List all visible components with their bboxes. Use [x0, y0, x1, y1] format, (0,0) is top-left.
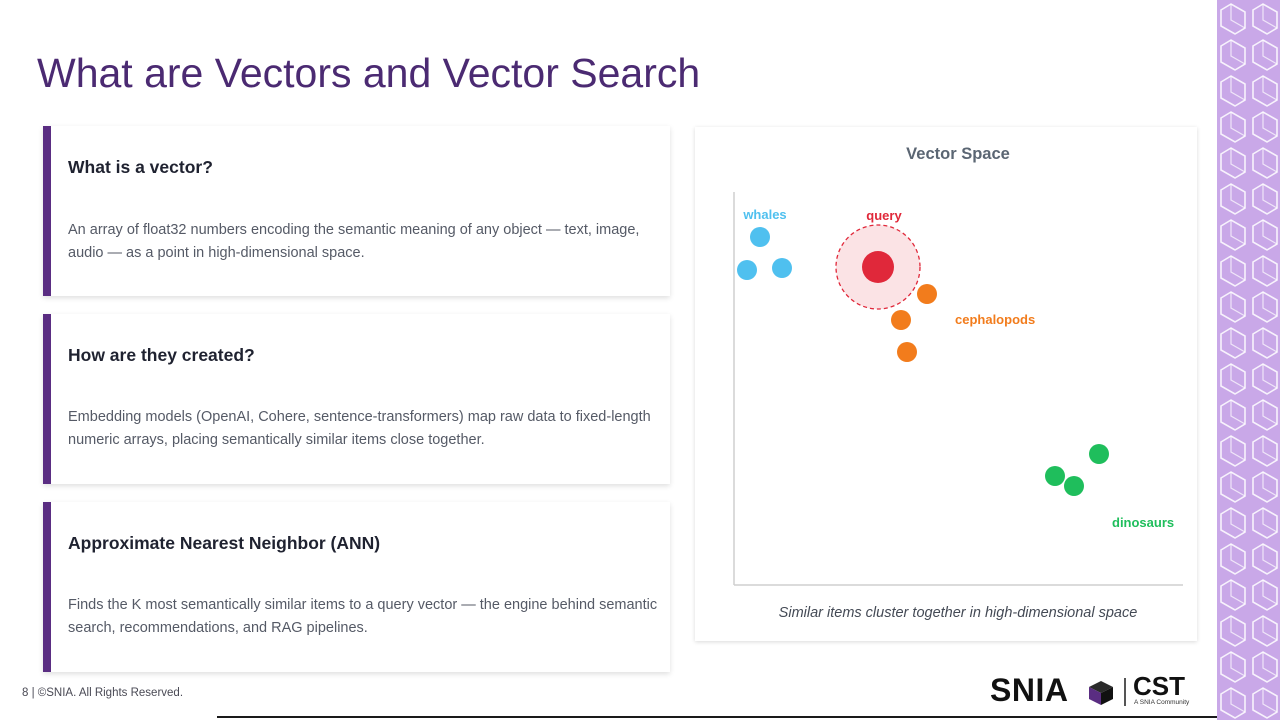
query-point — [862, 251, 894, 283]
slide-title: What are Vectors and Vector Search — [37, 50, 701, 96]
whales-point — [750, 227, 770, 247]
cst-logo: CST — [1133, 671, 1185, 701]
card-body: Finds the K most semantically similar it… — [68, 597, 658, 636]
card-ann: Approximate Nearest Neighbor (ANN) Finds… — [43, 502, 670, 672]
cephalopods-point — [917, 284, 937, 304]
dinosaurs-point — [1045, 466, 1065, 486]
cephalopods-point — [897, 342, 917, 362]
decorative-stripe — [1217, 0, 1280, 720]
chart-title: Vector Space — [906, 145, 1010, 163]
logo-separator — [1124, 678, 1126, 706]
cephalopods-point — [891, 310, 911, 330]
vector-space-chart-panel: Vector Space whales query cephalopods dinos… — [695, 127, 1197, 641]
chart-caption: Similar items cluster together in high-d… — [779, 605, 1138, 621]
cephalopods-label: cephalopods — [955, 312, 1035, 327]
dinosaurs-label: dinosaurs — [1112, 515, 1174, 530]
snia-logo: SNIA — [990, 672, 1069, 708]
cst-tagline: A SNIA Community — [1134, 699, 1190, 706]
dinosaurs-point — [1089, 444, 1109, 464]
card-body: An array of float32 numbers encoding the… — [68, 222, 640, 261]
hexagon-pattern-icon — [1217, 0, 1280, 720]
card-title: What is a vector? — [68, 157, 213, 177]
vector-space-chart: Vector Space whales query cephalopods dinos… — [733, 145, 1183, 621]
card-how-created: How are they created? Embedding models (… — [43, 314, 670, 484]
card-what-is-vector: What is a vector? An array of float32 nu… — [43, 126, 670, 296]
whales-label: whales — [742, 207, 786, 222]
footer-text: 8 | ©SNIA. All Rights Reserved. — [22, 687, 184, 699]
whales-point — [737, 260, 757, 280]
card-title: Approximate Nearest Neighbor (ANN) — [68, 533, 381, 553]
card-title: How are they created? — [68, 345, 255, 365]
query-label: query — [866, 208, 902, 223]
whales-point — [772, 258, 792, 278]
card-body: Embedding models (OpenAI, Cohere, senten… — [68, 409, 651, 448]
dinosaurs-point — [1064, 476, 1084, 496]
bottom-rule — [217, 716, 1217, 718]
cube-logo-icon — [1089, 681, 1113, 705]
